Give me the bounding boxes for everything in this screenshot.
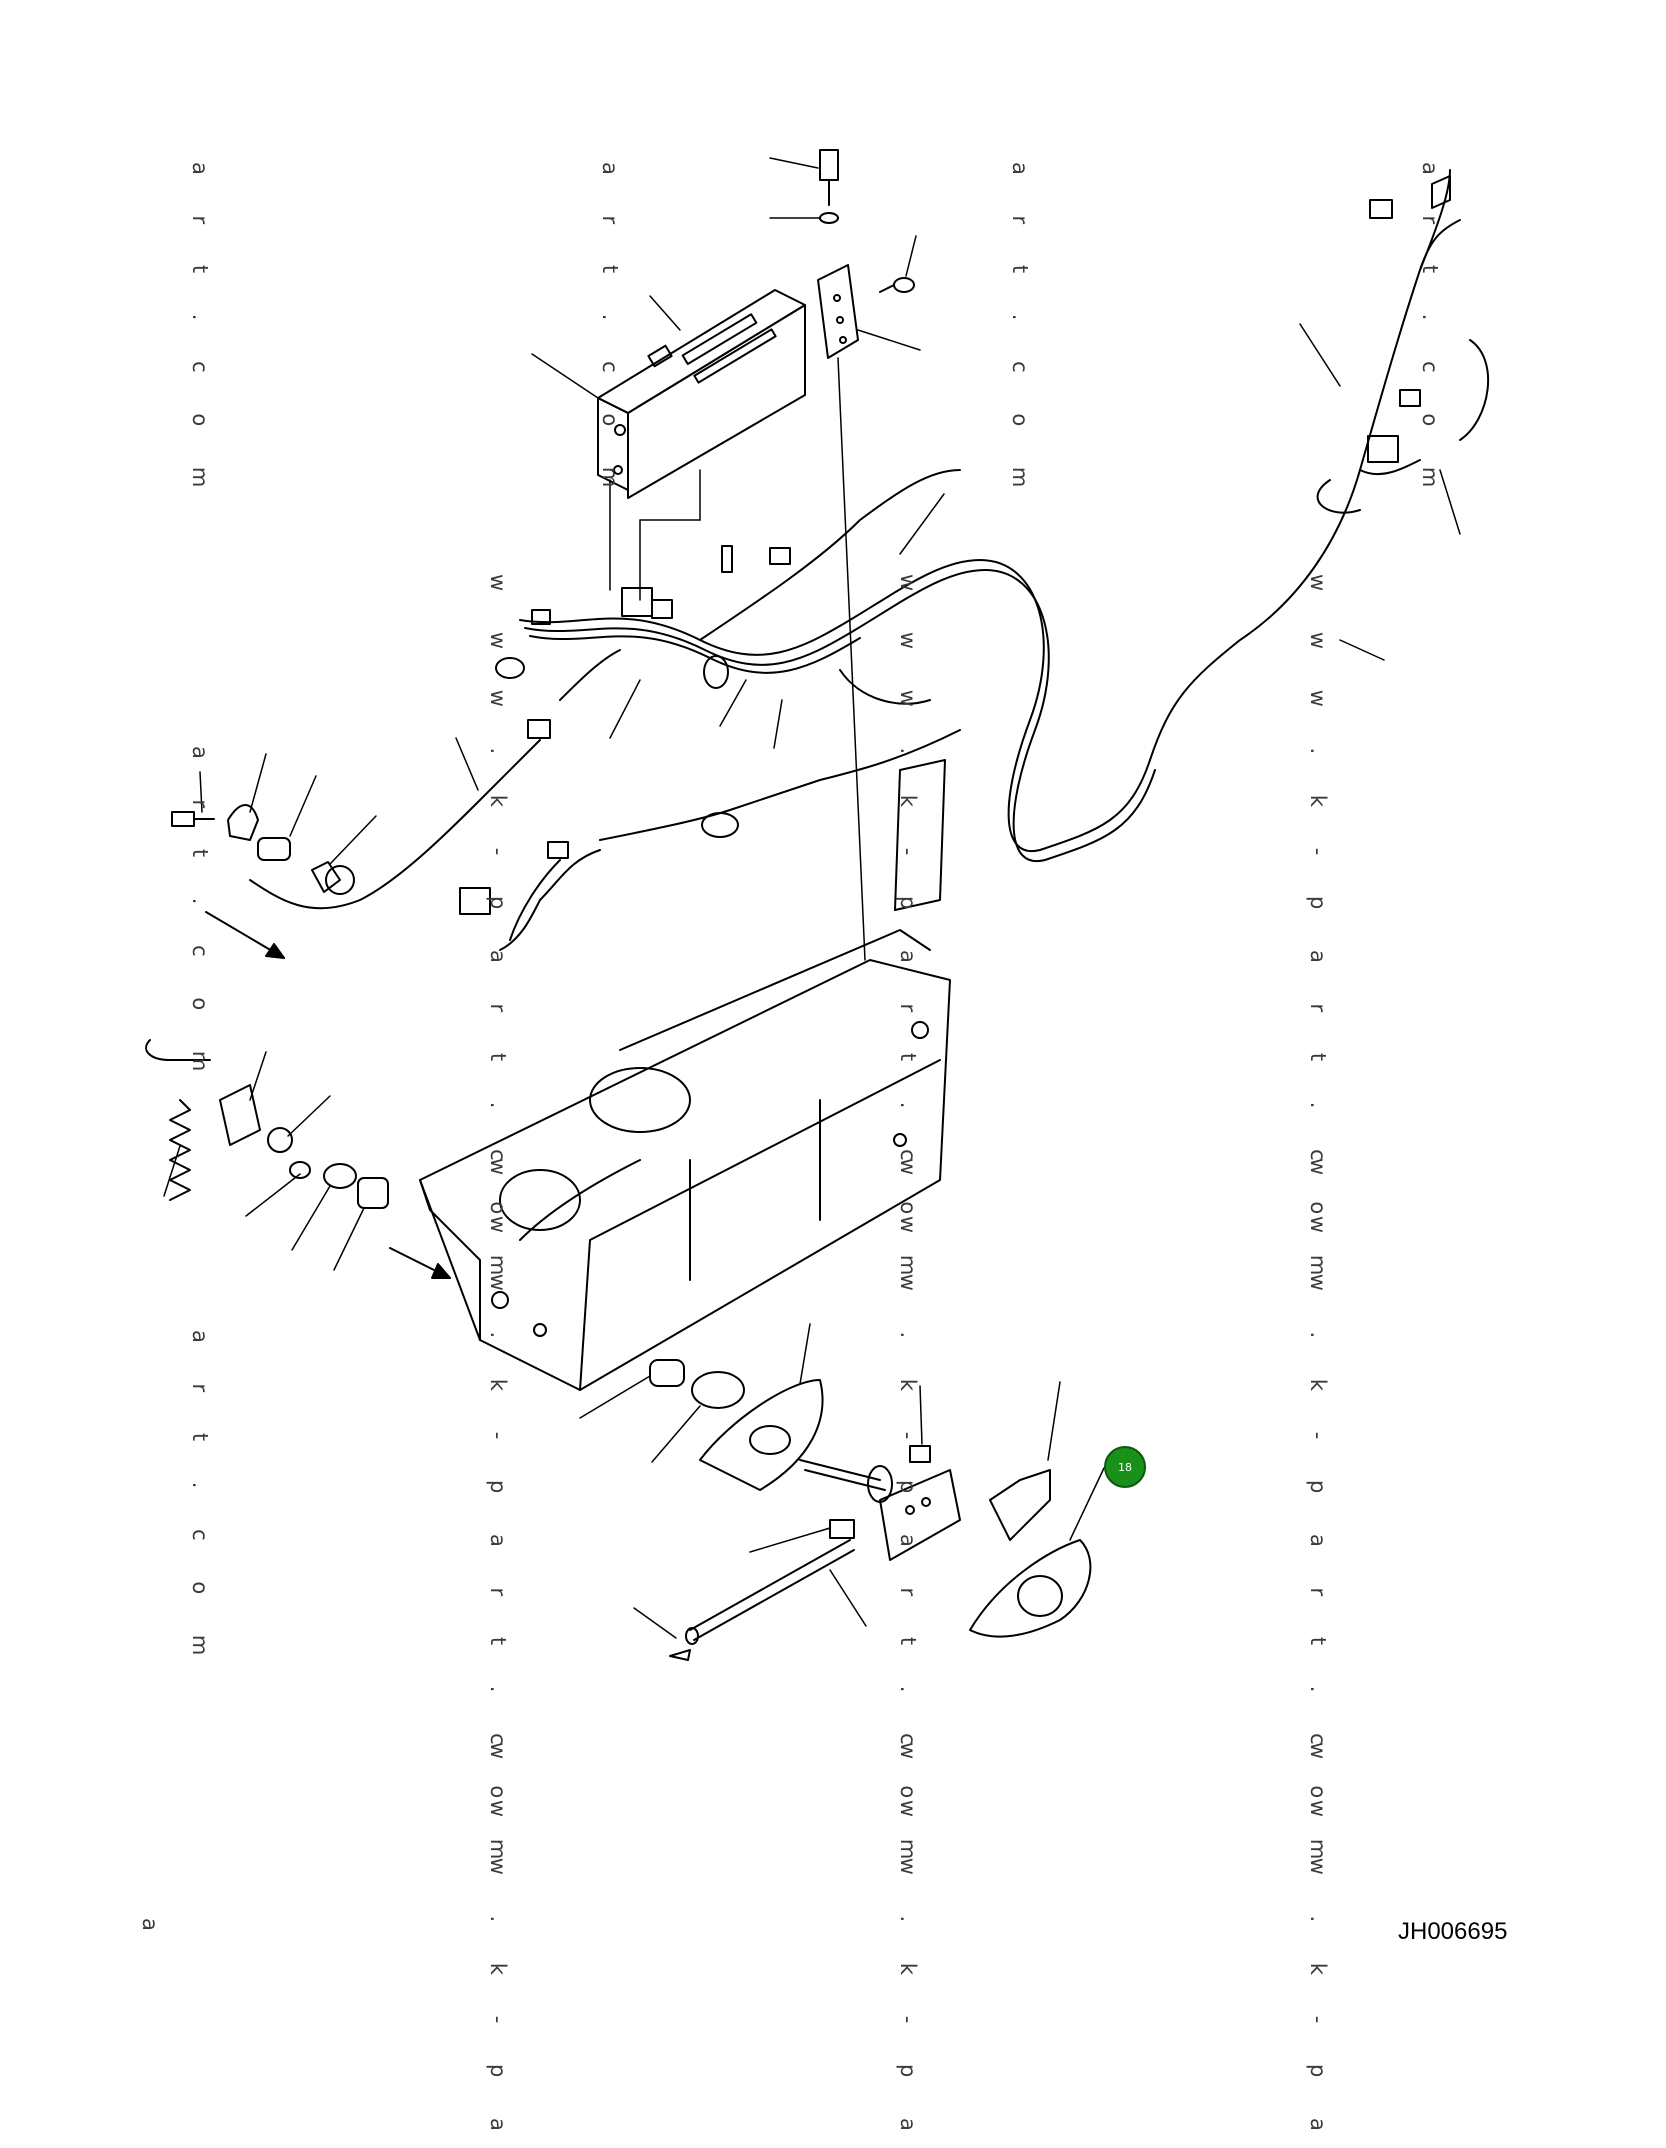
callout-marker-18[interactable]: 18 [1104, 1446, 1146, 1488]
watermark-top-center: a r t . c o m [598, 162, 622, 505]
parts-exploded-diagram [145, 149, 1490, 1661]
wire-harness [519, 169, 1490, 863]
leader-lines [163, 157, 1461, 1639]
watermark-far-right-top: a r t . c o m [1418, 162, 1442, 505]
watermark-top-left: a r t . c o m [188, 162, 212, 505]
link-lines [609, 357, 866, 961]
reference-code: JH006695 [1398, 1918, 1508, 1945]
direction-arrows [205, 911, 451, 1279]
monitor-panel [597, 289, 806, 499]
watermark-mid-left: a r t . c o m [188, 746, 212, 1089]
connectors [325, 175, 1451, 915]
console-frame [419, 759, 951, 1391]
watermark-low-left: a r t . c o m [188, 1330, 212, 1673]
mounting-bracket [817, 149, 915, 359]
wire-harness-branch [249, 729, 961, 951]
left-small-parts [171, 804, 341, 893]
watermark-bottom-left: a [138, 1918, 162, 1948]
watermark-bottom-right: w w w . k - p a [1306, 1742, 1330, 2148]
watermark-bottom-center: w w w . k - p a [486, 1742, 510, 2148]
lever-assembly [649, 1359, 1092, 1661]
spring-assembly [145, 1039, 389, 1209]
watermark-bottom-center2: w w w . k - p a [896, 1742, 920, 2148]
watermark-top-right: a r t . c o m [1008, 162, 1032, 505]
